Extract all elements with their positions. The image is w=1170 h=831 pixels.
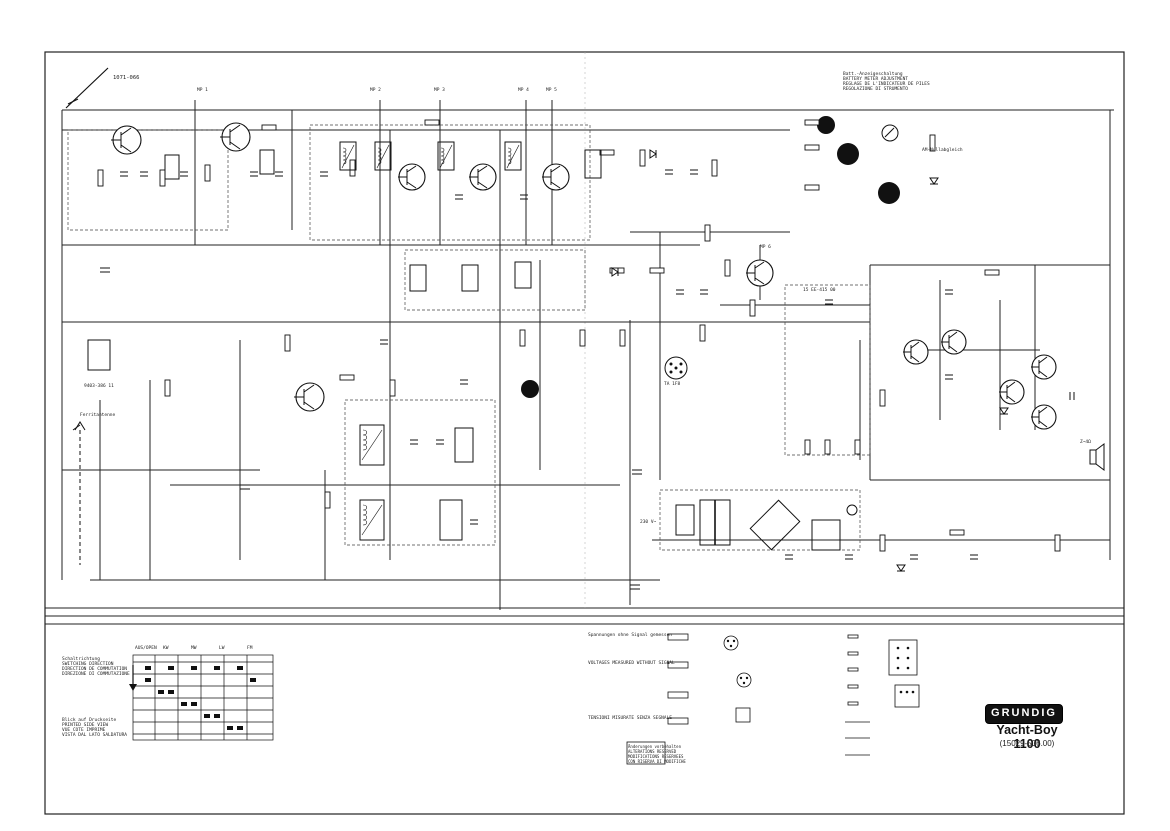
mp1-label: MP 1 (197, 88, 208, 93)
measure-note-it: TENSIONI MISURATE SENZA SEGNALE (588, 716, 672, 721)
switch-table-grid (132, 654, 274, 741)
brand-text: GRUNDIG (991, 707, 1057, 719)
band-switch (72, 421, 86, 565)
black-components (521, 116, 900, 398)
band-header: KW (163, 646, 169, 651)
mp5-label: MP 5 (546, 88, 557, 93)
part-number: (15029-506.00) (999, 739, 1055, 748)
power-supply (675, 499, 858, 551)
speaker-label: Z~4Ω (1080, 440, 1091, 445)
ic-label: TA 1F8 (664, 382, 681, 387)
mp4-label: MP 4 (518, 88, 529, 93)
speaker (1089, 443, 1105, 471)
band-header: MW (191, 646, 197, 651)
supply-label: 230 V~ (640, 520, 657, 525)
model-name: Yacht-Boy 1100 (996, 723, 1058, 751)
capacitors (100, 169, 1075, 590)
am-adjust-label: AM-Nullabgleich (922, 148, 963, 153)
resistors (97, 119, 1061, 552)
telescopic-antenna (65, 67, 109, 109)
outer-frame (44, 51, 1125, 815)
mp3-label: MP 3 (434, 88, 445, 93)
measure-note-de: Spannungen ohne Signal gemessen (588, 633, 672, 638)
diodes (611, 149, 1009, 572)
bus-lines (61, 100, 1114, 610)
mp6-label: MP 6 (760, 245, 771, 250)
if-transformers (87, 141, 602, 541)
module-boxes (67, 124, 871, 551)
osc-label: 15 EE-415 00 (803, 288, 836, 293)
band-header: AUS/OPEN (135, 646, 157, 651)
band-header: FM (247, 646, 253, 651)
mp2-label: MP 2 (370, 88, 381, 93)
lower-osc-label: 9403-386 11 (84, 384, 114, 389)
transistors (112, 122, 1057, 430)
solder-view-legend: Blick auf Druckseite PRINTED SIDE VIEW V… (62, 718, 128, 738)
switch-direction-legend: Schaltrichtung SWITCHING DIRECTION DIREC… (62, 657, 130, 677)
legend-symbols (626, 633, 920, 765)
brand-logo: GRUNDIG (985, 704, 1063, 724)
ferrite-label: Ferritantenne (80, 413, 116, 418)
changes-note: Änderungen vorbehalten ALTERATIONS RESER… (628, 744, 686, 764)
antenna-label: 1071-066 (113, 75, 140, 81)
battery-note: Batt.-Anzeigeschaltung BATTERY METER ADJ… (843, 72, 930, 92)
band-header: LW (219, 646, 225, 651)
measure-note-en: VOLTAGES MEASURED WITHOUT SIGNAL (588, 661, 675, 666)
battery-meter (881, 124, 899, 142)
